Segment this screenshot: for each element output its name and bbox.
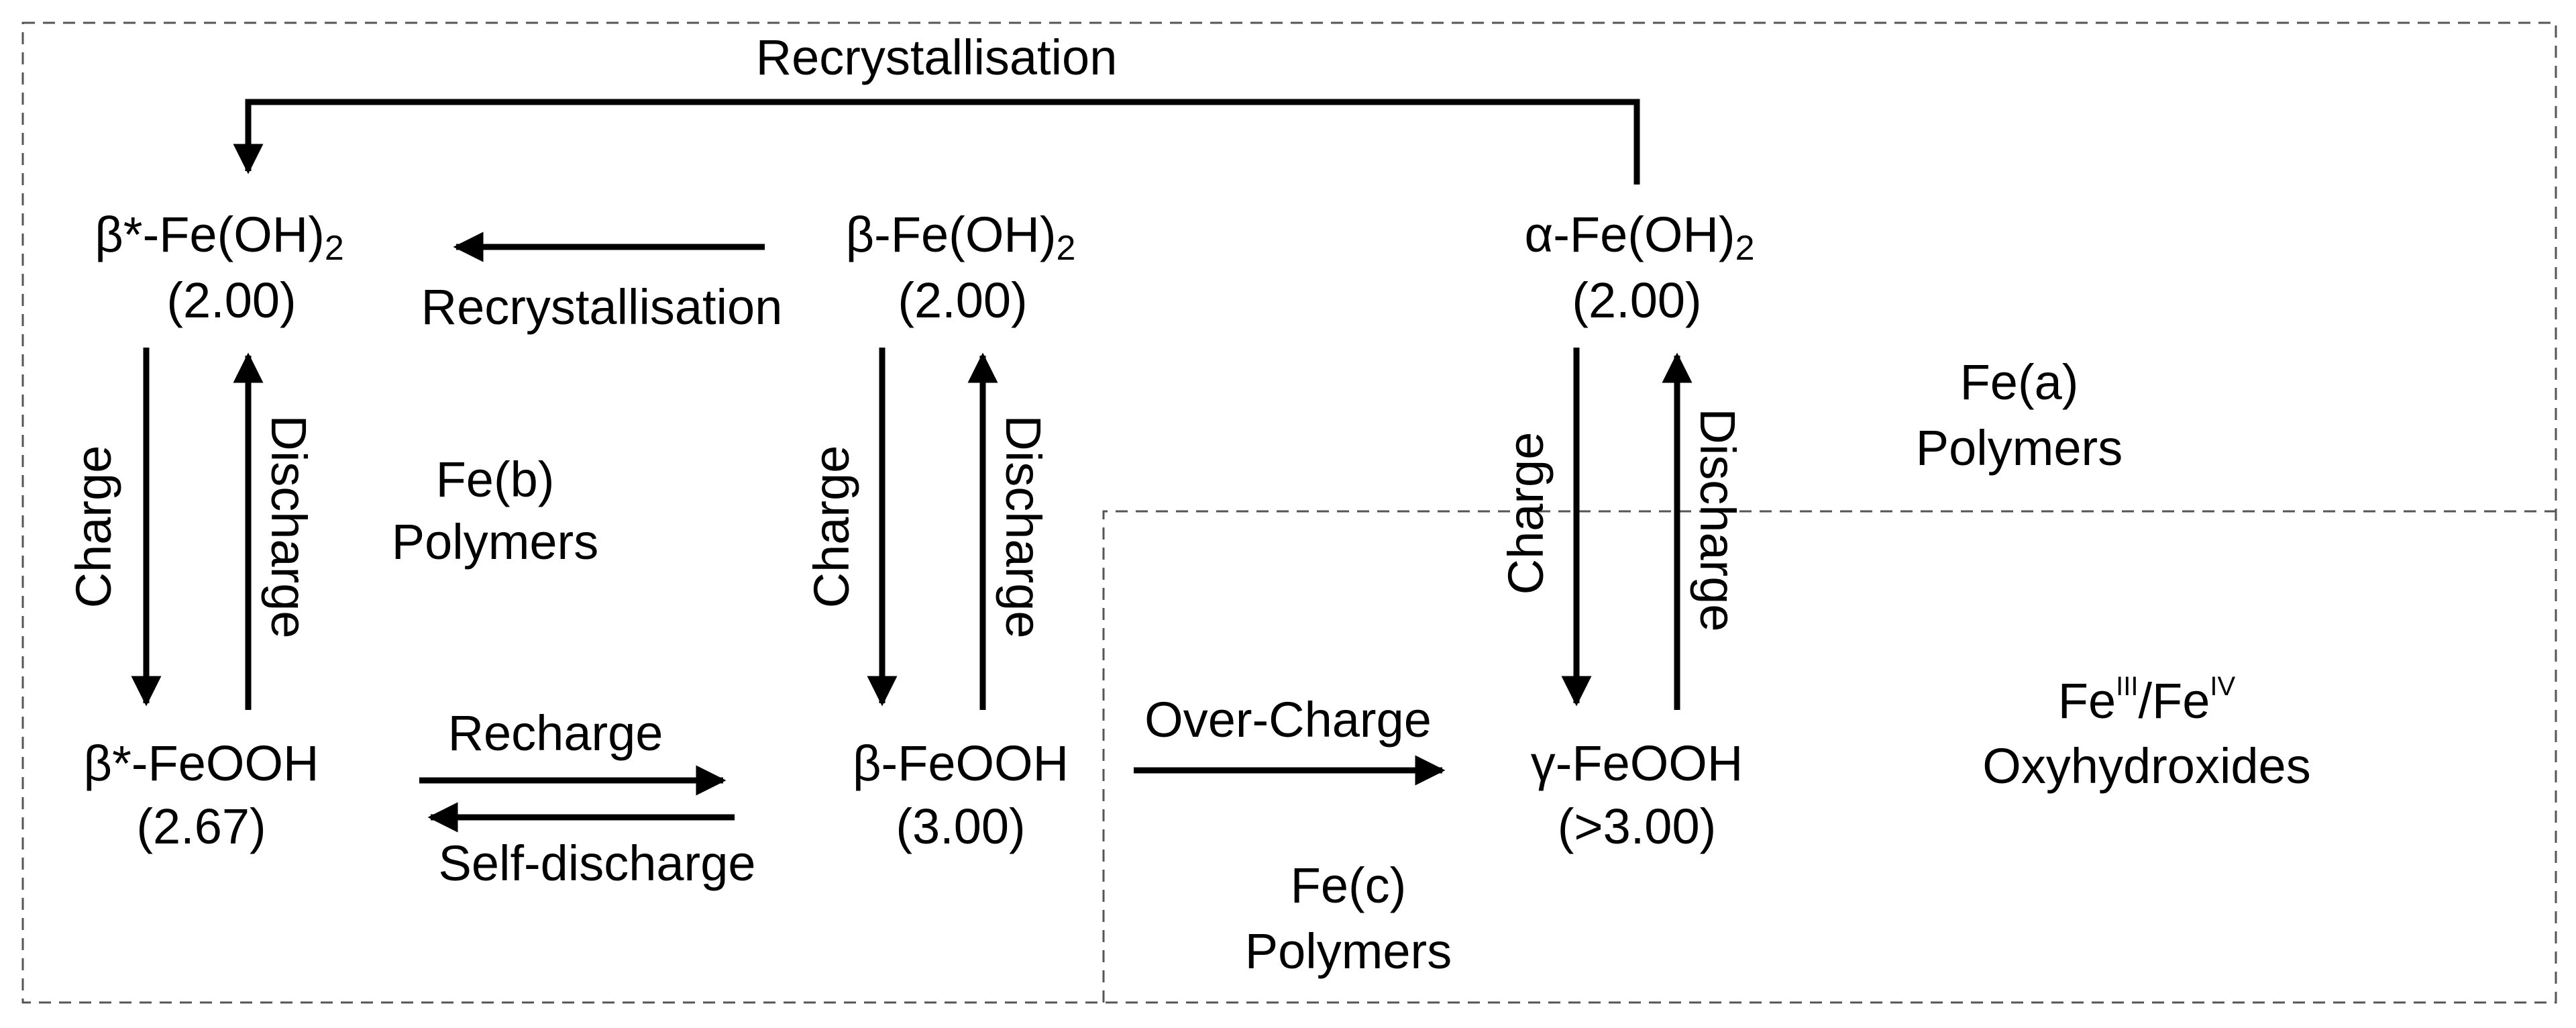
oxyhydroxides-region-label-line1: FeIII/FeIV	[2057, 672, 2236, 729]
recrystallisation-top-arrow	[233, 99, 1640, 185]
fe-c-region-label-line2: Polymers	[1244, 923, 1452, 979]
fe-a-region-label-line2: Polymers	[1915, 420, 2123, 476]
fe-b-region-label-line1: Fe(b)	[435, 452, 555, 507]
gamma-discharge-label: Discharge	[1690, 408, 1746, 632]
outer-region-border	[21, 21, 2557, 1004]
beta-star-feooh-value: (2.67)	[136, 799, 266, 854]
beta-discharge-label: Discharge	[996, 415, 1051, 639]
alpha-fe-oh2-label: α-Fe(OH)2	[1524, 207, 1755, 268]
recrystallisation-mid-label: Recrystallisation	[421, 279, 783, 335]
over-charge-label: Over-Charge	[1144, 692, 1432, 748]
gamma-feooh-value: (>3.00)	[1557, 799, 1717, 854]
alpha-charge-label: Charge	[1498, 431, 1554, 595]
fe-c-region-border	[1102, 510, 2556, 1003]
alpha-fe-oh2-value: (2.00)	[1572, 272, 1702, 328]
beta-star-charge-label: Charge	[66, 445, 121, 609]
beta-fe-oh2-value: (2.00)	[898, 272, 1028, 328]
beta-star-fe-oh2-label: β*-Fe(OH)2	[95, 207, 344, 268]
beta-feooh-value: (3.00)	[896, 799, 1026, 854]
beta-star-feooh-label: β*-FeOOH	[83, 735, 319, 791]
gamma-feooh-label: γ-FeOOH	[1530, 735, 1743, 791]
beta-fe-oh2-label: β-Fe(OH)2	[845, 207, 1076, 268]
fe-b-region-label-line2: Polymers	[391, 514, 599, 570]
recrystallisation-top-label: Recrystallisation	[755, 30, 1118, 85]
beta-star-discharge-label: Discharge	[261, 415, 317, 639]
recharge-label: Recharge	[447, 705, 663, 761]
fe-a-region-label-line1: Fe(a)	[1960, 354, 2079, 410]
oxyhydroxides-region-label-line2: Oxyhydroxides	[1982, 738, 2311, 794]
beta-star-fe-oh2-value: (2.00)	[166, 272, 297, 328]
beta-charge-label: Charge	[804, 445, 859, 609]
beta-feooh-label: β-FeOOH	[852, 735, 1069, 791]
fe-c-region-label-line1: Fe(c)	[1290, 858, 1407, 913]
self-discharge-label: Self-discharge	[438, 835, 756, 891]
